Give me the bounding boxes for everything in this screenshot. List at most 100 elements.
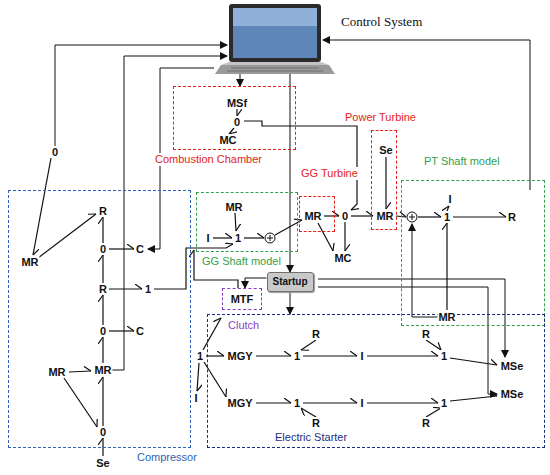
summing-plus (409, 214, 415, 220)
bond (450, 358, 497, 365)
region-box: PT Shaft model (401, 180, 545, 326)
element-symbol: I (359, 397, 364, 409)
element-symbol: I (447, 193, 452, 205)
element-symbol: MR (375, 210, 394, 222)
bond (102, 255, 103, 283)
element-symbol: R (311, 328, 321, 340)
summing-circle (265, 233, 275, 243)
region-box: GG Shaft model (196, 192, 298, 252)
bond (109, 248, 134, 249)
element-symbol: R (507, 211, 517, 223)
bond (213, 237, 232, 238)
laptop-screen (233, 8, 317, 58)
element-symbol: R (311, 417, 321, 429)
element-symbol: MR (47, 366, 66, 378)
element-symbol: 1 (440, 350, 448, 362)
signal-arrow (290, 292, 291, 314)
signal-arrow (245, 278, 267, 288)
region-label: Compressor (136, 451, 198, 464)
bond (367, 355, 438, 356)
element-symbol: MTF (230, 293, 255, 305)
element-symbol: 1 (144, 283, 152, 295)
element-symbol: C (135, 243, 145, 255)
region-label: Electric Starter (274, 431, 348, 444)
box-label: Startup (273, 276, 308, 288)
element-symbol: R (421, 417, 431, 429)
element-symbol: Se (378, 144, 393, 156)
element-symbol: MSf (226, 97, 248, 109)
element-symbol: MR (20, 256, 39, 268)
bond (109, 330, 134, 331)
element-symbol: MC (218, 134, 237, 146)
bond (385, 157, 386, 209)
element-symbol: R (98, 205, 108, 217)
bond (102, 217, 103, 243)
bond (301, 408, 316, 417)
signal-line (55, 45, 227, 146)
element-symbol: MR (437, 311, 456, 323)
bond (244, 237, 264, 238)
bond (64, 378, 97, 427)
signal-lines (55, 40, 530, 394)
bond (33, 158, 51, 255)
bond (236, 109, 237, 116)
bond (303, 355, 357, 356)
bond (426, 408, 441, 417)
element-symbol: 1 (293, 397, 301, 409)
startup-box: Startup (267, 272, 314, 292)
element-symbol: MR (93, 364, 112, 376)
element-symbol: Se (95, 457, 110, 469)
bond (38, 214, 96, 258)
element-symbol: MC (333, 252, 352, 264)
system-label: Control System (341, 14, 422, 29)
element-symbol: MSe (500, 388, 525, 400)
signal-line (318, 287, 497, 394)
element-symbol: 0 (341, 210, 349, 222)
region-label: Clutch (227, 319, 260, 332)
laptop-base (215, 65, 335, 74)
element-symbol: 0 (51, 146, 59, 158)
element-symbol: C (135, 325, 145, 337)
bond (102, 337, 103, 363)
bond (69, 371, 91, 372)
bond (235, 213, 236, 231)
bond (303, 402, 357, 403)
bond (102, 295, 103, 325)
bond (102, 377, 103, 426)
region-box: Compressor (8, 190, 191, 448)
keyboard-row (227, 71, 323, 72)
element-symbol: 0 (99, 243, 107, 255)
bond (109, 288, 142, 289)
bond (367, 402, 438, 403)
summing-plus (267, 235, 273, 241)
signal-line (111, 56, 227, 370)
element-symbol: MR (224, 201, 243, 213)
bond (102, 438, 103, 456)
bond (256, 402, 291, 403)
signal-line (318, 279, 505, 357)
bond (324, 215, 339, 216)
region-label: Power Turbine (344, 111, 417, 124)
element-symbol: MGY (226, 397, 253, 409)
screen-glare (233, 8, 317, 26)
element-symbol: 0 (99, 325, 107, 337)
bond (203, 318, 221, 350)
bond (446, 223, 447, 310)
element-symbol: I (359, 350, 364, 362)
bond (206, 355, 224, 356)
bond (301, 340, 316, 350)
bond (426, 340, 441, 350)
element-symbol: 0 (233, 116, 241, 128)
element-symbol: MGY (226, 350, 253, 362)
bond (318, 223, 333, 251)
region-label: GG Turbine (300, 167, 359, 180)
element-symbol: 1 (196, 350, 204, 362)
bond (351, 215, 373, 216)
keyboard-row (231, 68, 319, 69)
bond (344, 222, 345, 251)
element-symbol: 1 (440, 397, 448, 409)
summing-circle (407, 212, 417, 222)
region-label: Combustion Chamber (154, 153, 263, 166)
signal-line (412, 224, 440, 317)
